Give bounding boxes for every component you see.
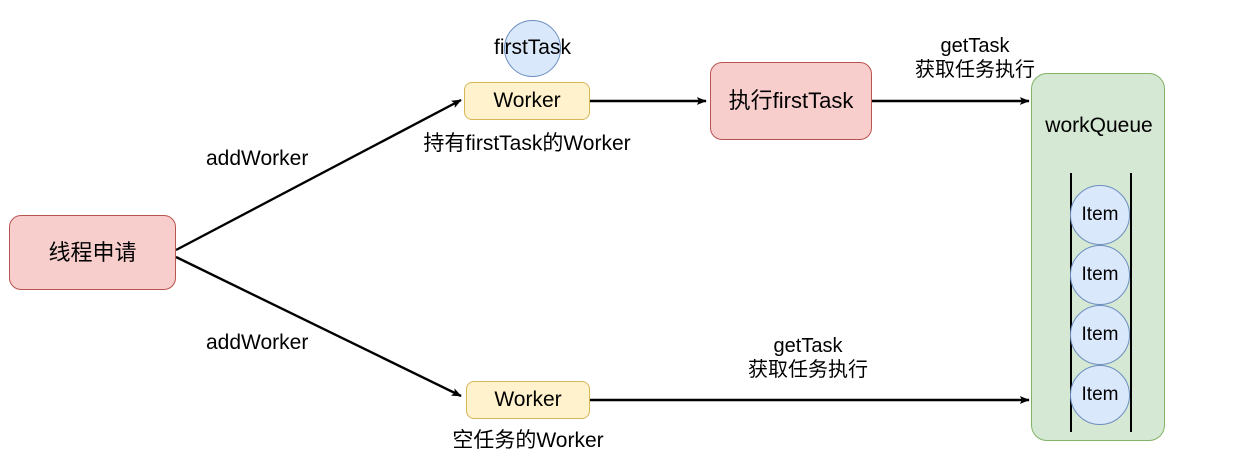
edge-label-get-task-bottom-line2: 获取任务执行 (748, 359, 868, 381)
queue-item[interactable]: Item (1070, 245, 1130, 305)
edge-add-worker-top (175, 98, 462, 252)
edge-label-get-task-bottom-line1: getTask (773, 335, 843, 357)
node-work-queue-label: workQueue (1045, 114, 1153, 137)
edge-label-add-worker-top: addWorker (206, 147, 309, 170)
node-thread-request[interactable]: 线程申请 (9, 215, 176, 290)
node-worker-with-task[interactable]: Worker (464, 82, 590, 120)
edge-add-worker-bottom (175, 255, 462, 398)
node-first-task-circle[interactable] (504, 20, 561, 77)
node-worker-empty-label: Worker (494, 387, 562, 411)
queue-rail-right (1130, 173, 1132, 432)
node-execute-first-task[interactable]: 执行firstTask (710, 62, 872, 140)
queue-item-label: Item (1081, 384, 1119, 406)
edge-label-add-worker-bottom: addWorker (206, 331, 309, 354)
node-execute-first-task-label: 执行firstTask (728, 88, 854, 114)
edge-label-get-task-top-line1: getTask (940, 35, 1010, 57)
queue-rail-left (1070, 173, 1072, 432)
queue-item-label: Item (1081, 324, 1119, 346)
node-worker-with-task-label: Worker (493, 88, 561, 112)
queue-item[interactable]: Item (1070, 185, 1130, 245)
queue-item[interactable]: Item (1070, 365, 1130, 425)
node-worker-empty[interactable]: Worker (466, 381, 590, 419)
edge-label-get-task-top-line2: 获取任务执行 (915, 59, 1035, 81)
queue-item-label: Item (1081, 264, 1119, 286)
node-thread-request-label: 线程申请 (48, 239, 137, 265)
queue-item-label: Item (1081, 204, 1119, 226)
queue-item[interactable]: Item (1070, 305, 1130, 365)
